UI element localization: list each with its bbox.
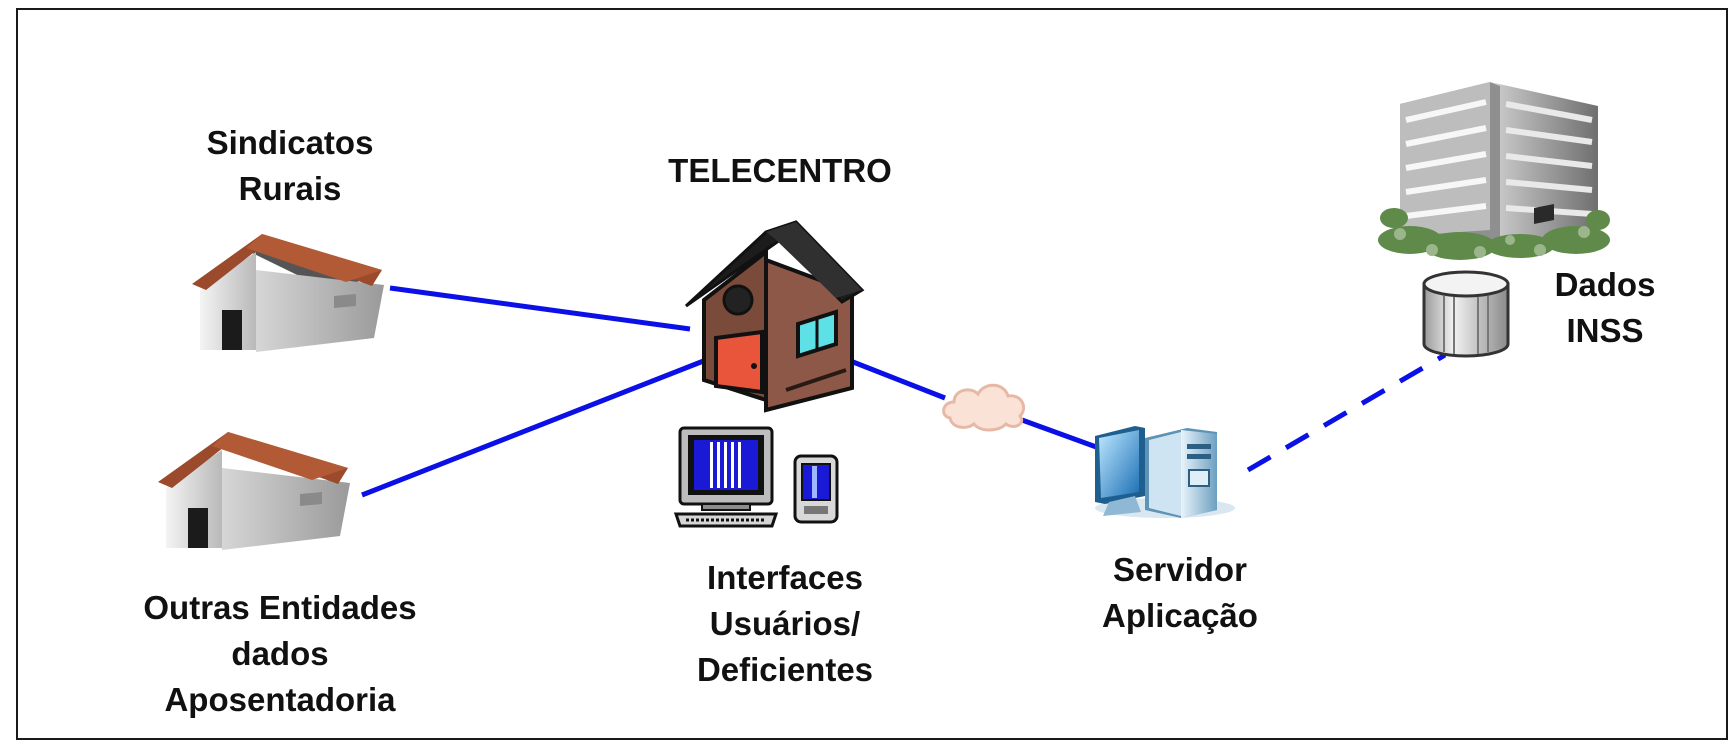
database-cylinder-icon	[1422, 270, 1510, 358]
label-interfaces: Interfaces Usuários/ Deficientes	[640, 555, 930, 693]
label-servidor-aplicacao: Servidor Aplicação	[1060, 547, 1300, 639]
link-server-database	[1246, 352, 1447, 473]
desktop-computer-icon	[673, 426, 779, 528]
house-icon	[158, 432, 350, 550]
link-outras-telecentro	[361, 357, 707, 498]
label-line: Deficientes	[696, 651, 874, 688]
label-line: Rurais	[238, 170, 342, 207]
label-line: Sindicatos	[206, 124, 374, 161]
label-line: dados	[231, 635, 329, 672]
label-line: Interfaces	[707, 559, 863, 596]
office-building-icon	[1378, 82, 1610, 260]
label-line: Aplicação	[1102, 597, 1258, 634]
label-telecentro: TELECENTRO	[668, 152, 892, 189]
house-icon	[192, 234, 384, 352]
pda-device-icon	[793, 454, 839, 524]
label-line: Dados	[1554, 266, 1656, 303]
link-telecentro-cloud	[847, 357, 946, 401]
link-sindicatos-telecentro	[389, 285, 691, 332]
label-dados-inss: Dados INSS	[1525, 262, 1685, 354]
label-line: Outras Entidades	[143, 589, 417, 626]
telecentro-house-icon	[684, 220, 865, 413]
label-line: Servidor	[1113, 551, 1247, 588]
cloud-icon	[942, 383, 1025, 432]
label-outras-entidades: Outras Entidades dados Aposentadoria	[100, 585, 460, 723]
label-line: INSS	[1566, 312, 1644, 349]
application-server-icon	[1095, 426, 1235, 518]
label-line: Aposentadoria	[164, 681, 396, 718]
label-line: Usuários/	[709, 605, 861, 642]
label-sindicatos-rurais: Sindicatos Rurais	[160, 120, 420, 212]
